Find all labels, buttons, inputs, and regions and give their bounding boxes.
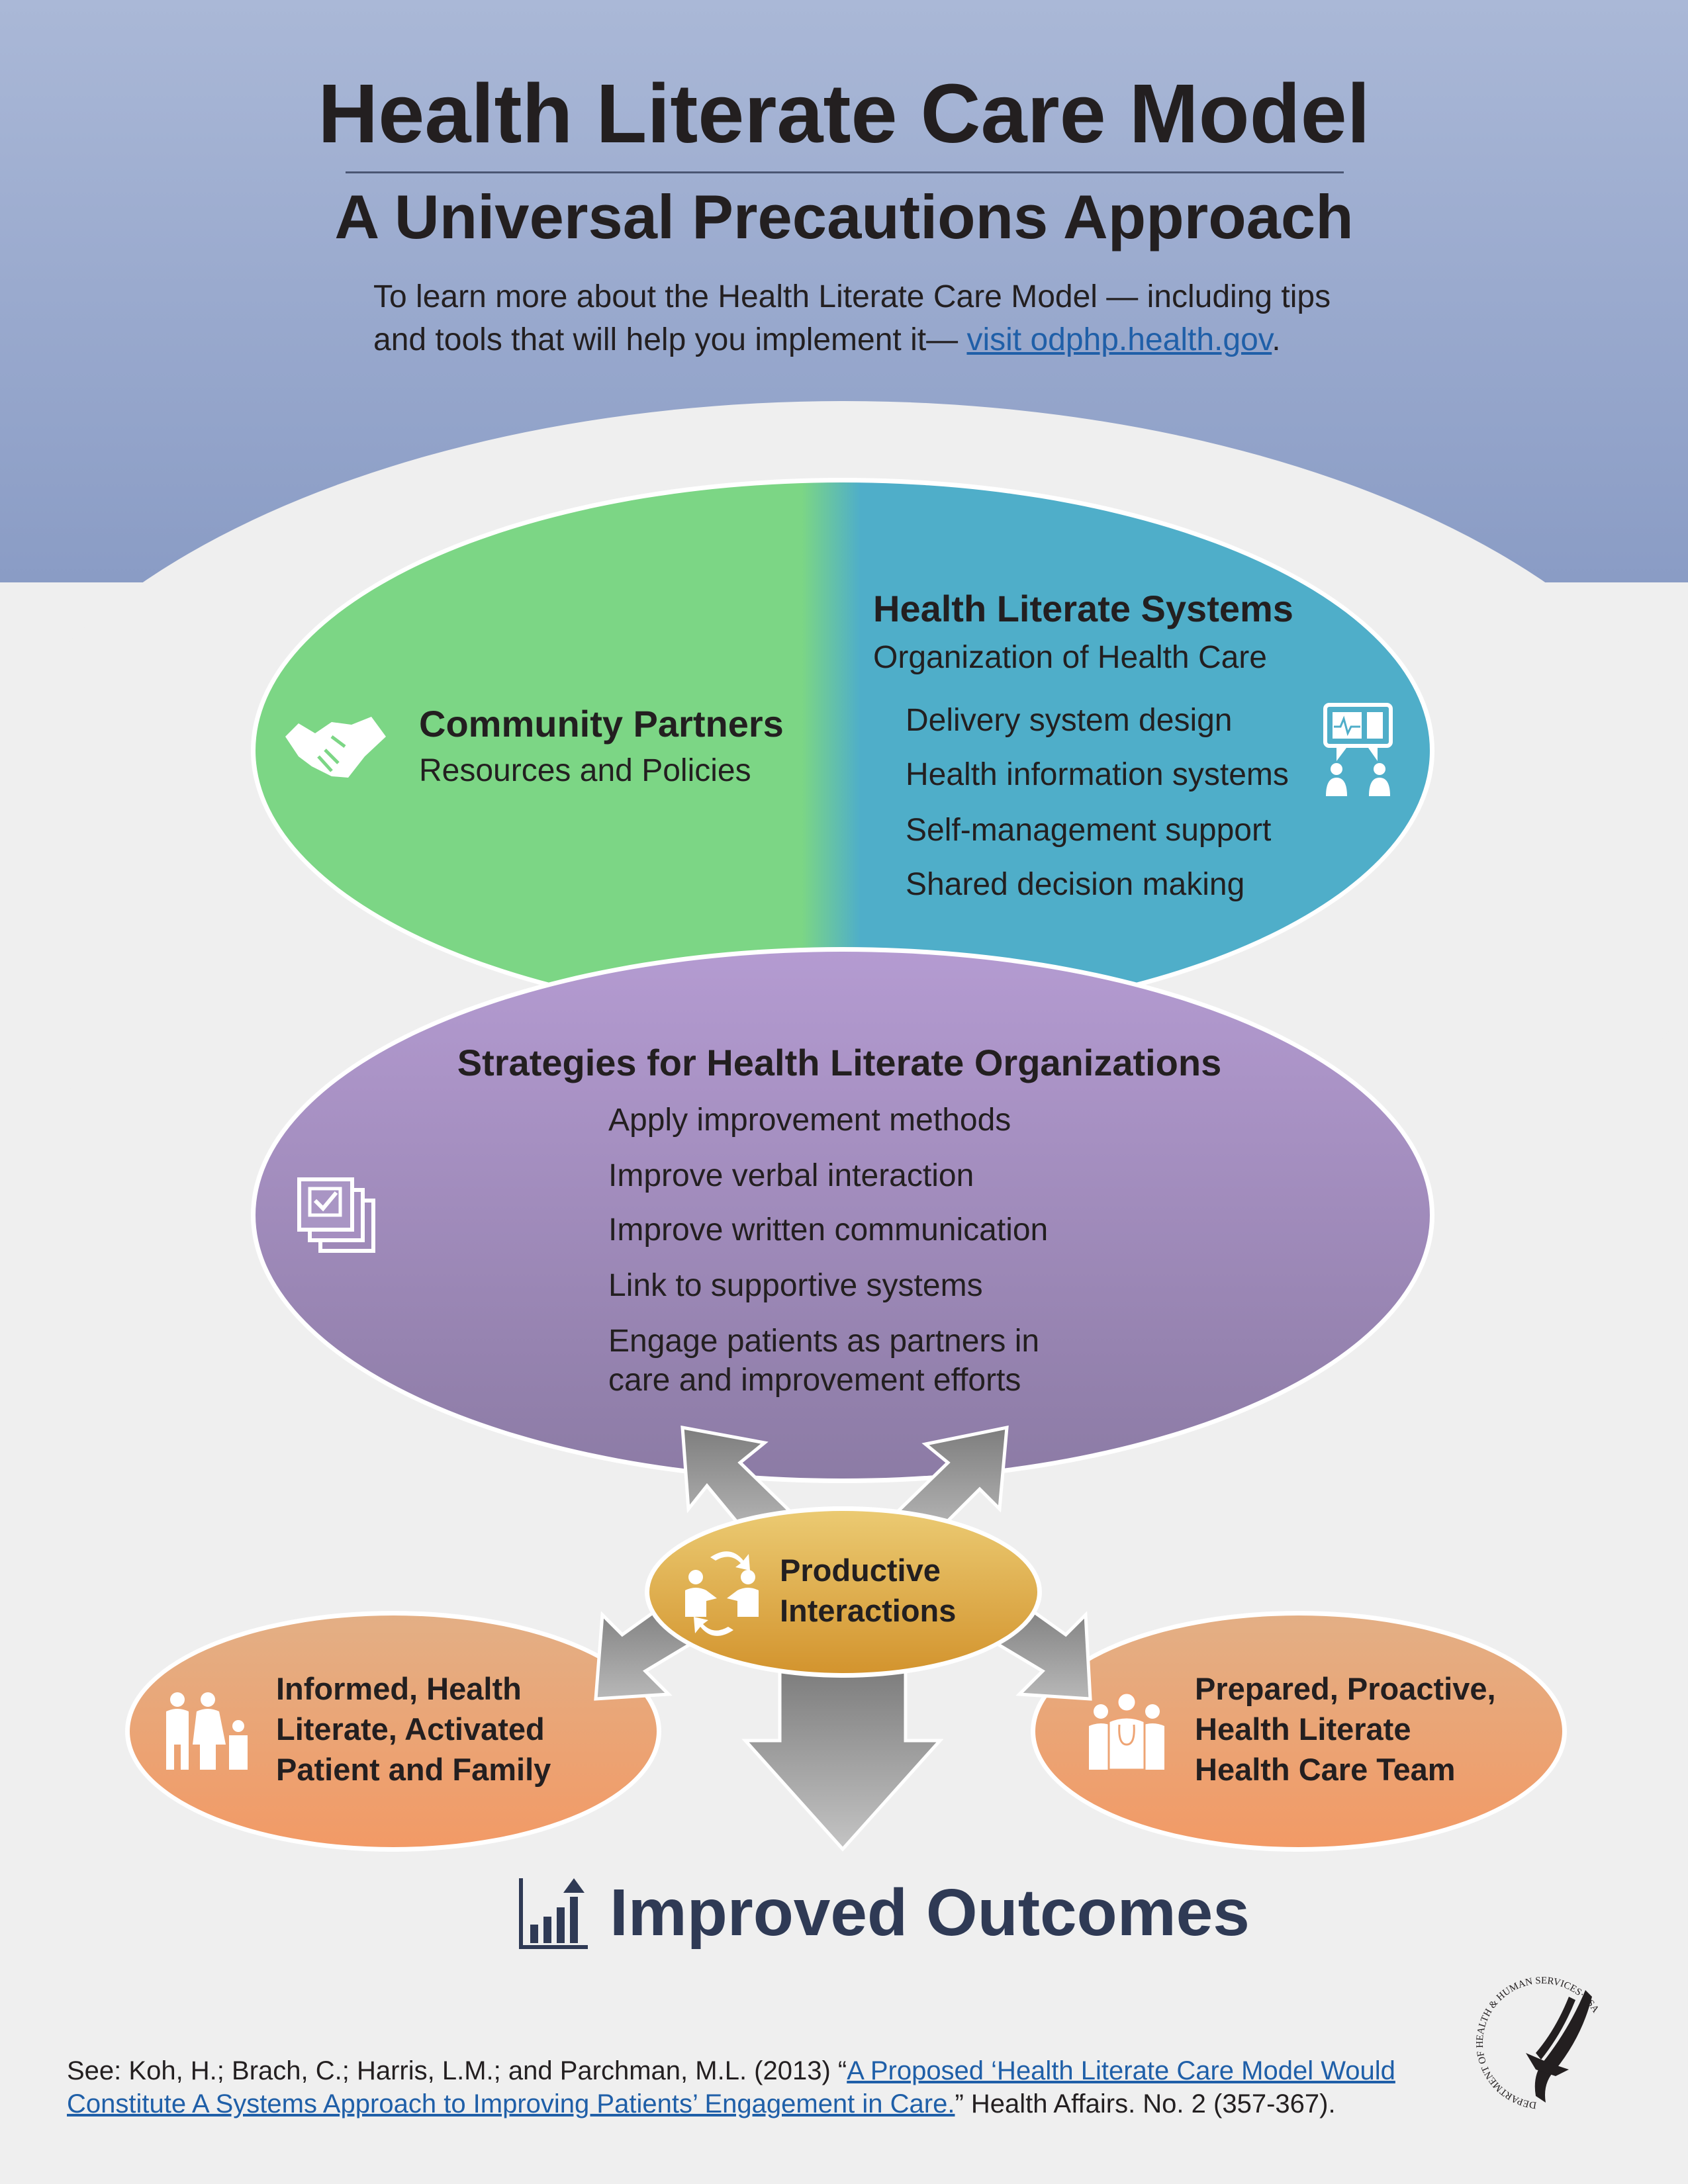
strategies-item: Improve verbal interaction [608,1158,974,1193]
handshake-icon [285,717,386,778]
citation-journal: ” Health Affairs. No. 2 (357-367). [955,2089,1336,2118]
strategies-item: Engage patients as partners in [608,1324,1040,1359]
health-literate-systems-subtitle: Organization of Health Care [873,640,1267,675]
intro-text-line2: and tools that will help you implement i… [373,321,1281,359]
citation-line1: See: Koh, H.; Brach, C.; Harris, L.M.; a… [67,2055,1395,2087]
systems-item: Delivery system design [906,703,1233,738]
intro-text-line1: To learn more about the Health Literate … [373,279,1331,314]
interaction-people-icon [685,1551,759,1636]
strategies-title: Strategies for Health Literate Organizat… [457,1042,1222,1083]
checklist-documents-icon [297,1177,375,1253]
intro-period: . [1272,322,1281,357]
odphp-link[interactable]: visit odphp.health.gov [966,322,1272,357]
intro-text: and tools that will help you implement i… [373,322,967,357]
patient-family-line1: Informed, Health [276,1671,522,1706]
page-subtitle: A Universal Precautions Approach [334,182,1354,251]
productive-interactions-line2: Interactions [780,1593,957,1628]
bar-chart-growth-icon [519,1878,588,1949]
strategies-ellipse [251,947,1434,1483]
strategies-item: Link to supportive systems [608,1268,983,1303]
strategies-item: Apply improvement methods [608,1103,1011,1138]
title-divider [346,171,1344,173]
health-literate-systems-title: Health Literate Systems [873,588,1293,629]
care-team-line3: Health Care Team [1195,1752,1456,1787]
citation-authors: See: Koh, H.; Brach, C.; Harris, L.M.; a… [67,2056,847,2085]
care-team-line1: Prepared, Proactive, [1195,1671,1496,1706]
community-partners-title: Community Partners [419,703,784,745]
citation-link[interactable]: A Proposed ‘Health Literate Care Model W… [847,2056,1395,2085]
productive-interactions-line1: Productive [780,1553,941,1588]
page-title: Health Literate Care Model [318,67,1370,160]
patient-family-line2: Literate, Activated [276,1711,545,1747]
arrow-down-outcomes [741,1666,944,1852]
strategies-item-continued: care and improvement efforts [608,1363,1021,1398]
community-systems-ellipse [251,478,1434,1023]
systems-item: Shared decision making [906,867,1245,902]
systems-item: Health information systems [906,757,1289,792]
family-icon [166,1692,248,1770]
hhs-logo: DEPARTMENT OF HEALTH & HUMAN SERVICES·US… [1475,1976,1601,2111]
citation-link-continued[interactable]: Constitute A Systems Approach to Improvi… [67,2089,955,2118]
strategies-item: Improve written communication [608,1212,1049,1248]
community-partners-subtitle: Resources and Policies [419,753,751,788]
care-team-line2: Health Literate [1195,1711,1411,1747]
monitor-consultation-icon [1323,703,1393,796]
patient-family-line3: Patient and Family [276,1752,551,1787]
systems-item: Self-management support [906,813,1272,848]
productive-interactions-ellipse [645,1506,1042,1678]
citation-line2: Constitute A Systems Approach to Improvi… [67,2088,1336,2120]
improved-outcomes-heading: Improved Outcomes [610,1876,1250,1950]
care-team-icon [1089,1692,1164,1770]
